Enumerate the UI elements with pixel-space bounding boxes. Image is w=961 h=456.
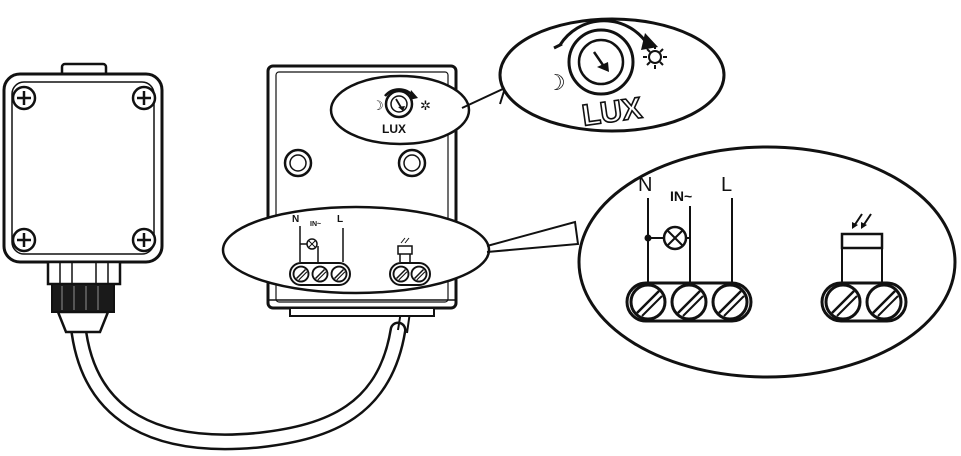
lamp-icon — [306, 238, 318, 250]
terminal-n-label: N — [638, 174, 652, 196]
screw-terminal — [392, 265, 410, 283]
lux-control-detail: ☽ LUX — [498, 17, 726, 134]
terminal-block-small: N IN~ L — [221, 205, 491, 295]
mounting-hole — [397, 148, 427, 178]
screw-terminal — [311, 265, 329, 283]
light-sensor-icon — [840, 213, 884, 250]
cable — [69, 304, 412, 451]
screw-terminal — [292, 265, 310, 283]
terminal-in-label: IN~ — [670, 188, 692, 204]
screw-terminal — [824, 283, 862, 321]
screw-terminal — [629, 283, 667, 321]
knob-arrow-icon — [384, 89, 414, 119]
screw-terminal — [410, 265, 428, 283]
cable-gland — [46, 260, 122, 334]
terminal-n-label-small: N — [292, 214, 299, 225]
terminal-l-label-small: L — [337, 214, 343, 225]
lamp-icon — [662, 225, 688, 251]
light-sensor-icon — [397, 237, 413, 255]
screw-terminal — [330, 265, 348, 283]
screw-icon — [11, 85, 37, 111]
junction-box — [2, 62, 164, 334]
lux-label-large: LUX — [580, 92, 644, 133]
moon-icon: ☽ — [546, 70, 566, 95]
screw-icon — [131, 227, 157, 253]
screw-terminal — [865, 283, 903, 321]
knob-arrow-icon — [567, 28, 635, 96]
terminal-in-label-small: IN~ — [310, 221, 321, 228]
screw-terminal — [711, 283, 749, 321]
screw-icon — [11, 227, 37, 253]
terminal-block-detail: N IN~ L — [577, 145, 957, 379]
screw-terminal — [670, 283, 708, 321]
lux-label-small: LUX — [382, 122, 406, 136]
terminal-l-label: L — [721, 174, 732, 196]
lux-control-small: ☽ ✲ LUX — [329, 74, 471, 146]
sun-icon — [643, 45, 667, 69]
mounting-hole — [283, 148, 313, 178]
sun-icon: ✲ — [420, 98, 431, 113]
moon-icon: ☽ — [372, 98, 384, 113]
screw-icon — [131, 85, 157, 111]
